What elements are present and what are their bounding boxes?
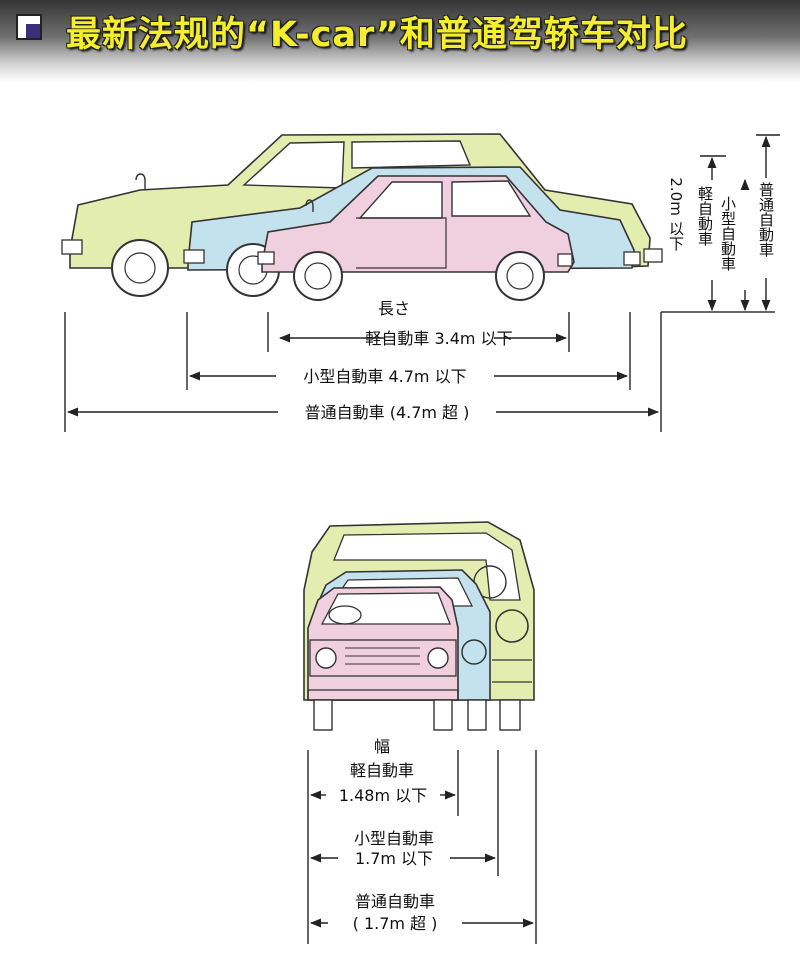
height-value-label: 2.0m 以下 (667, 177, 685, 250)
height-small-label: 小型自動車 (719, 196, 737, 271)
width-regular-value: ( 1.7m 超 ) (353, 914, 438, 933)
height-regular-label: 普通自動車 (757, 182, 775, 257)
window-icon (16, 14, 42, 40)
length-caption: 長さ (378, 299, 410, 318)
kei-car-front (307, 586, 459, 731)
width-caption: 幅 (374, 737, 390, 756)
width-small-label: 小型自動車 (354, 829, 434, 848)
page-title: 最新法规的“K-car”和普通驾轿车对比 (66, 15, 688, 55)
width-kei-value: 1.48m 以下 (339, 786, 427, 805)
small-length-label: 小型自動車 4.7m 以下 (303, 367, 466, 386)
side-view: 長さ 軽自動車 3.4m 以下 小型自動車 4.7m 以下 普通自動車 (4.7… (61, 133, 780, 432)
kei-car-side (257, 175, 575, 301)
kei-length-label: 軽自動車 3.4m 以下 (365, 329, 512, 348)
front-view: 幅 軽自動車 1.48m 以下 小型自動車 1.7m 以下 普通自動車 ( 1.… (303, 521, 537, 944)
width-kei-label: 軽自動車 (350, 761, 414, 780)
regular-length-label: 普通自動車 (4.7m 超 ) (305, 403, 470, 422)
width-regular-label: 普通自動車 (355, 892, 435, 911)
title-banner: 最新法规的“K-car”和普通驾轿车对比 (0, 0, 800, 82)
height-kei-label: 軽自動車 (696, 186, 714, 246)
width-small-value: 1.7m 以下 (355, 849, 433, 868)
